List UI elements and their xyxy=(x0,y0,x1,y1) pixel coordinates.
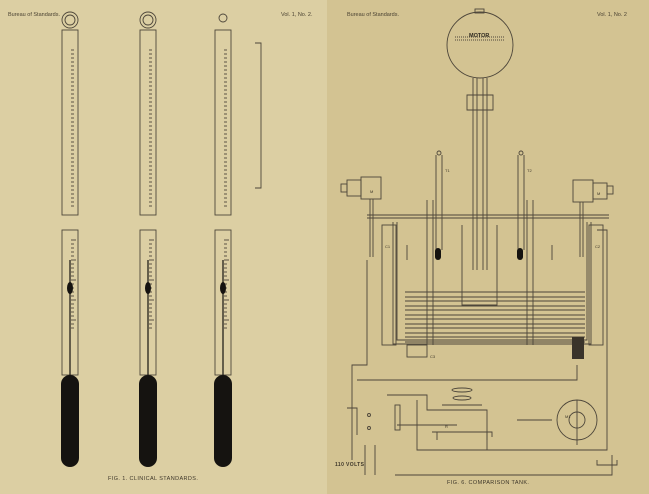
thermometer-stem xyxy=(214,29,232,216)
running-header: Bureau of Standards. xyxy=(347,12,399,18)
label-r: R xyxy=(445,424,448,429)
label-m1: M1 xyxy=(565,414,571,419)
motor xyxy=(446,11,514,79)
label-c2: C2 xyxy=(595,244,601,249)
thermometer-bulb xyxy=(214,375,232,467)
scale-bar xyxy=(255,42,262,189)
voltage-label: 110 VOLTS xyxy=(335,462,365,468)
figure-caption: FIG. 6. COMPARISON TANK. xyxy=(447,480,530,486)
thermometer-stem xyxy=(139,29,157,216)
volume-number: Vol. 1, No. 2 xyxy=(597,12,627,18)
volume-number: Vol. 1, No. 2. xyxy=(281,12,313,18)
figure-caption: FIG. 1. CLINICAL STANDARDS. xyxy=(108,476,199,482)
label-m-right: M xyxy=(597,191,600,196)
label-m-left: M xyxy=(370,189,373,194)
motor-label: MOTOR xyxy=(469,33,490,39)
label-c1: C1 xyxy=(385,244,391,249)
thermometer-stem xyxy=(61,29,79,216)
label-t1: T1 xyxy=(445,168,450,173)
comparison-tank-diagram: T1 T2 M M C1 C2 C3 M1 R xyxy=(340,8,618,476)
label-t2: T2 xyxy=(527,168,532,173)
right-page: Bureau of Standards. Vol. 1, No. 2 T1 T2… xyxy=(327,0,649,494)
left-page: Bureau of Standards. Vol. 1, No. 2. FIG.… xyxy=(0,0,327,494)
running-header: Bureau of Standards. xyxy=(8,12,60,18)
clinical-thermometers-figure xyxy=(61,11,262,467)
label-c3: C3 xyxy=(430,354,436,359)
thermometer-bulb xyxy=(61,375,79,467)
thermometer-bulb xyxy=(139,375,157,467)
